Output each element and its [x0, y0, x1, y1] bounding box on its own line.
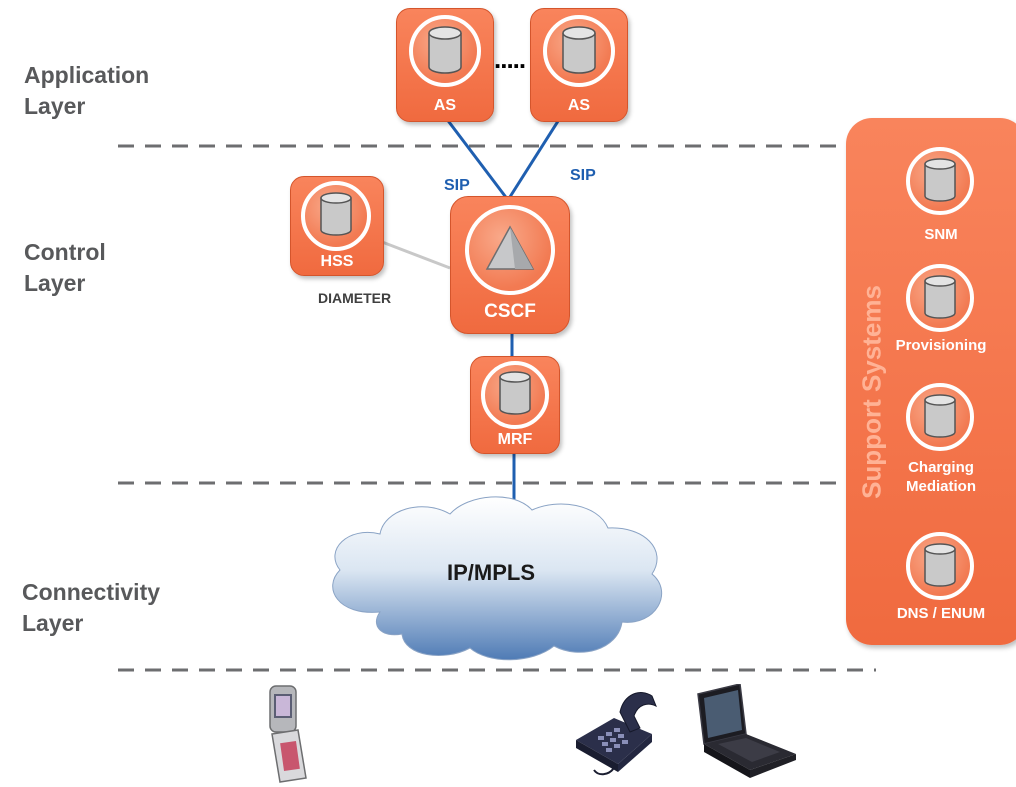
- hss-label: HSS: [320, 253, 354, 270]
- support-item-label: DNS / ENUM: [896, 605, 986, 622]
- mrf-node: MRF: [470, 356, 560, 454]
- cscf-label: CSCF: [484, 301, 536, 322]
- database-icon: [320, 192, 352, 236]
- cscf-disc: [465, 205, 555, 295]
- database-icon: [562, 26, 596, 74]
- support-item-snm: [906, 147, 976, 247]
- mobile-phone-icon: [269, 685, 307, 783]
- support-item-label: Provisioning: [895, 337, 987, 354]
- sip-left-label: SIP: [444, 177, 470, 194]
- database-icon: [924, 275, 956, 319]
- support-item-charging-mediation: [906, 383, 976, 457]
- mrf-label: MRF: [497, 431, 533, 448]
- cscf-node: CSCF: [450, 196, 570, 334]
- database-icon: [924, 394, 956, 438]
- support-item-label: SNM: [924, 226, 958, 243]
- database-icon: [924, 158, 956, 202]
- as-node: AS: [530, 8, 628, 122]
- database-icon: [499, 371, 531, 415]
- application-layer-label: Application Layer: [24, 62, 150, 119]
- laptop-icon: [697, 684, 796, 778]
- ellipsis: .....: [494, 44, 526, 74]
- desk-phone-icon: [576, 692, 657, 776]
- as2-cscf-link: [506, 117, 562, 201]
- network-label: IP/MPLS: [447, 560, 536, 585]
- hss-node: HSS: [290, 176, 384, 276]
- support-item-provisioning: [906, 264, 976, 338]
- support-item-dns-enum: [906, 532, 976, 606]
- support-item-label: Charging Mediation: [906, 459, 976, 495]
- database-icon: [924, 543, 956, 587]
- connectivity-layer-label: Connectivity Layer: [22, 579, 161, 636]
- sip-right-label: SIP: [570, 167, 596, 184]
- control-layer-label: Control Layer: [24, 239, 106, 296]
- ip-mpls-cloud: [332, 496, 663, 661]
- as-label: AS: [433, 97, 457, 114]
- as1-cscf-link: [444, 117, 510, 201]
- triangle-icon: [485, 225, 535, 270]
- database-icon: [428, 26, 462, 74]
- as-node: AS: [396, 8, 494, 122]
- as-label: AS: [567, 97, 591, 114]
- diameter-label: DIAMETER: [318, 290, 392, 306]
